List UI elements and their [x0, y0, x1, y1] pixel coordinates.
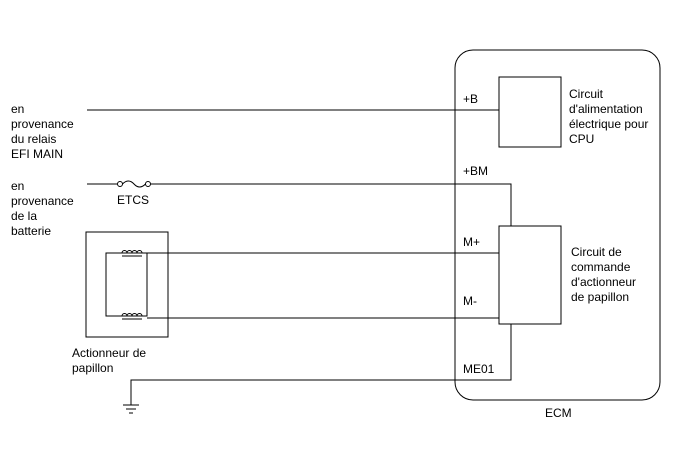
fuse-label: ETCS: [117, 193, 150, 207]
pin-plus-b-label: +B: [463, 92, 479, 106]
ecm-outline: [454, 49, 661, 401]
actuator-inner-box: [105, 252, 148, 317]
coil-upper-icon: [121, 250, 143, 257]
pin-plus-bm-label: +BM: [463, 164, 489, 178]
actuator-label: Actionneur de papillon: [72, 346, 147, 375]
pin-m-minus-label: M-: [463, 294, 477, 308]
driver-block-label: Circuit de commande d'actionneur de papi…: [571, 245, 637, 304]
source-battery-label: en provenance de la batterie: [11, 179, 74, 238]
actuator-outer-box: [85, 231, 169, 338]
ecm-label: ECM: [545, 406, 572, 420]
fuse-symbol: [117, 180, 151, 188]
wire-plus-bm-ecm: [151, 183, 512, 226]
throttle-driver-block: [498, 225, 562, 325]
pin-me01-label: ME01: [463, 362, 495, 376]
cpu-block-label: Circuit d'alimentation électrique pour C…: [569, 87, 649, 146]
wire-me01: [130, 324, 512, 405]
coil-lower-icon: [121, 313, 143, 320]
ground-symbol: [123, 404, 139, 414]
cpu-power-block: [498, 76, 562, 148]
pin-m-plus-label: M+: [463, 235, 481, 249]
source-efi-main-label: en provenance du relais EFI MAIN: [11, 102, 74, 161]
